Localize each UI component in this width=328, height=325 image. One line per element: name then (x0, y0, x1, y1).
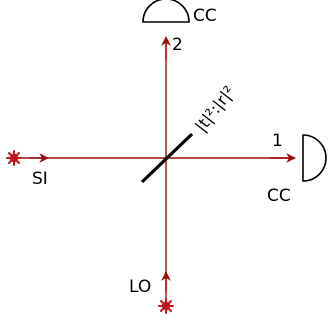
detector-top-label: CC (193, 6, 217, 26)
beam-splitter-ratio-label: |t|²:|r|² (191, 82, 238, 135)
signal-input-label: SI (32, 169, 48, 189)
detector-right-label: CC (267, 186, 291, 206)
beam-splitter (140, 132, 194, 184)
local-oscillator-label: LO (129, 277, 151, 297)
photon-source-icon (6, 150, 22, 166)
coincidence-counter-icon (142, 0, 190, 23)
port-1-label: 1 (272, 131, 283, 151)
photon-source-icon (158, 298, 174, 314)
port-2-label: 2 (172, 35, 183, 55)
coincidence-counter-icon (302, 134, 327, 182)
